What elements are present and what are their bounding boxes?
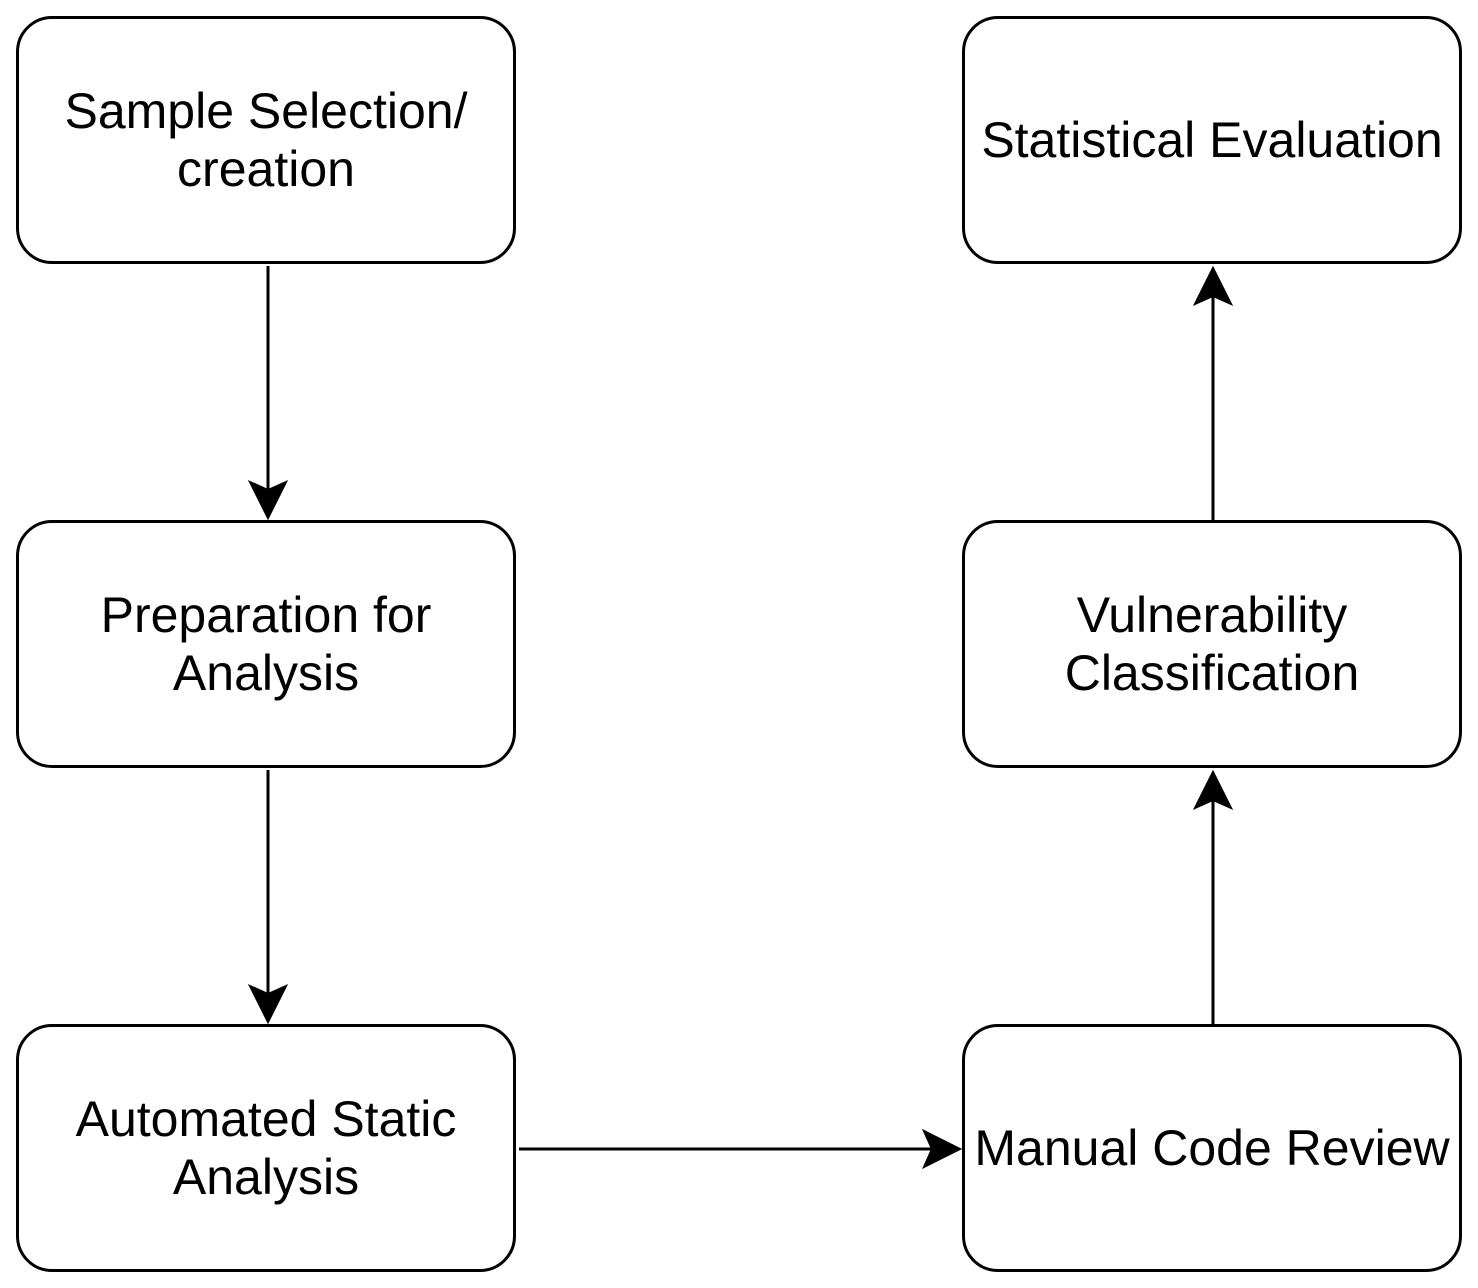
node-label-line: Manual Code Review <box>974 1120 1450 1176</box>
arrowhead-up-icon <box>1192 769 1234 811</box>
arrowhead-up-icon <box>1192 265 1234 307</box>
node-label-line: Preparation for <box>100 587 432 643</box>
node-sample-selection: Sample Selection/ creation <box>16 16 516 264</box>
node-preparation: Preparation for Analysis <box>16 520 516 768</box>
node-automated-static-analysis: Automated Static Analysis <box>16 1024 516 1272</box>
node-manual-code-review: Manual Code Review <box>962 1024 1462 1272</box>
node-label-line: Classification <box>1064 645 1360 701</box>
node-label-line: Vulnerability <box>1076 587 1348 643</box>
node-label-line: Analysis <box>172 1149 360 1205</box>
arrowhead-down-icon <box>247 983 289 1025</box>
node-label-line: creation <box>177 141 355 197</box>
arrowhead-right-icon <box>921 1128 963 1170</box>
node-label-line: Sample Selection/ <box>64 83 468 139</box>
node-statistical-evaluation: Statistical Evaluation <box>962 16 1462 264</box>
node-vulnerability-classification: Vulnerability Classification <box>962 520 1462 768</box>
arrowhead-down-icon <box>247 479 289 521</box>
node-label-line: Analysis <box>172 645 360 701</box>
node-label-line: Statistical Evaluation <box>981 112 1443 168</box>
node-label-line: Automated Static <box>75 1091 457 1147</box>
